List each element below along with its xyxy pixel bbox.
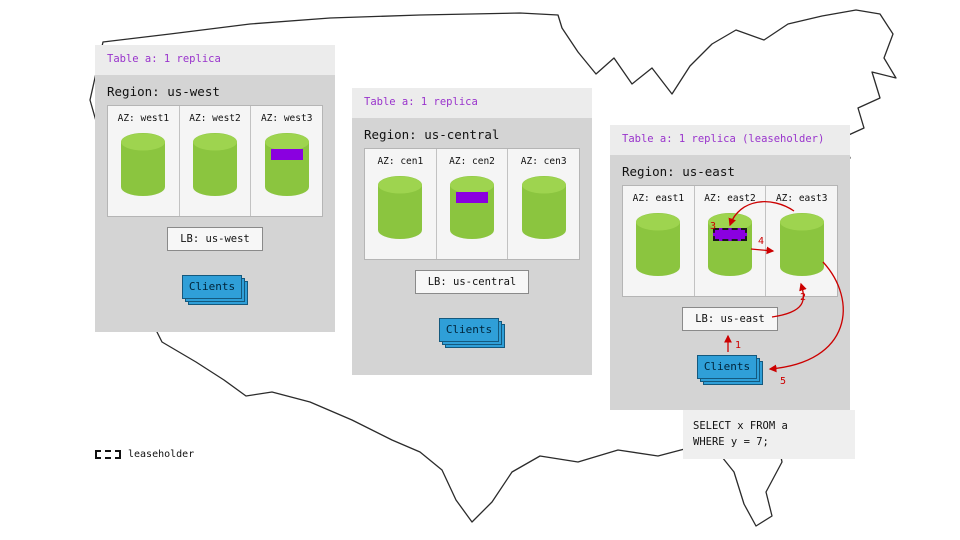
region-title: Region: us-east xyxy=(622,164,735,179)
az-panel: AZ: west1 AZ: west2 AZ: west3 xyxy=(107,105,323,217)
database-cylinder xyxy=(635,213,681,277)
region-title: Region: us-west xyxy=(107,84,220,99)
az-column: AZ: cen2 xyxy=(437,149,509,259)
az-panel: AZ: east1 AZ: east2 AZ: east3 xyxy=(622,185,838,297)
region-card-us-east: Table a: 1 replica (leaseholder) Region:… xyxy=(610,125,850,410)
az-label: AZ: cen2 xyxy=(449,156,495,167)
replica-chip xyxy=(270,149,303,160)
az-column: AZ: east3 xyxy=(766,186,837,296)
region-title: Region: us-central xyxy=(364,127,500,142)
legend-label: leaseholder xyxy=(128,449,195,460)
replica-chip xyxy=(456,192,488,203)
table-replica-label: Table a: 1 replica xyxy=(352,88,592,118)
region-card-us-west: Table a: 1 replica Region: us-west AZ: w… xyxy=(95,45,335,332)
legend: leaseholder xyxy=(95,449,194,460)
database-cylinder xyxy=(707,213,753,277)
az-label: AZ: west1 xyxy=(117,113,170,124)
sql-query: SELECT x FROM a WHERE y = 7; xyxy=(683,410,855,459)
az-label: AZ: east3 xyxy=(775,193,828,204)
sql-query-line: SELECT x FROM a xyxy=(693,420,788,432)
clients-node: Clients xyxy=(182,275,248,305)
az-column: AZ: west1 xyxy=(108,106,180,216)
clients-button: Clients xyxy=(439,318,499,342)
database-cylinder xyxy=(192,133,238,197)
table-replica-label: Table a: 1 replica xyxy=(95,45,335,75)
az-column: AZ: cen3 xyxy=(508,149,579,259)
load-balancer: LB: us-central xyxy=(414,270,530,294)
az-panel: AZ: cen1 AZ: cen2 AZ: cen3 xyxy=(364,148,580,260)
region-card-us-central: Table a: 1 replica Region: us-central AZ… xyxy=(352,88,592,375)
load-balancer: LB: us-west xyxy=(167,227,263,251)
clients-button: Clients xyxy=(182,275,242,299)
az-label: AZ: cen3 xyxy=(520,156,567,167)
database-cylinder xyxy=(449,176,495,240)
load-balancer: LB: us-east xyxy=(682,307,778,331)
database-cylinder xyxy=(264,133,310,197)
az-label: AZ: east1 xyxy=(632,193,685,204)
az-label: AZ: cen1 xyxy=(377,156,424,167)
az-column: AZ: west3 xyxy=(251,106,322,216)
leaseholder-replica-chip xyxy=(713,228,747,241)
sql-query-line: WHERE y = 7; xyxy=(693,436,769,449)
database-cylinder xyxy=(120,133,166,197)
database-cylinder xyxy=(779,213,825,277)
database-cylinder xyxy=(377,176,423,240)
clients-button: Clients xyxy=(697,355,757,379)
az-column: AZ: east1 xyxy=(623,186,695,296)
leaseholder-swatch-icon xyxy=(95,450,121,459)
clients-node: Clients xyxy=(697,355,763,385)
table-replica-label: Table a: 1 replica (leaseholder) xyxy=(610,125,850,155)
clients-node: Clients xyxy=(439,318,505,348)
az-label: AZ: west2 xyxy=(189,113,241,124)
az-label: AZ: east2 xyxy=(704,193,756,204)
az-column: AZ: east2 xyxy=(695,186,767,296)
az-label: AZ: west3 xyxy=(260,113,313,124)
database-cylinder xyxy=(521,176,567,240)
az-column: AZ: west2 xyxy=(180,106,252,216)
az-column: AZ: cen1 xyxy=(365,149,437,259)
